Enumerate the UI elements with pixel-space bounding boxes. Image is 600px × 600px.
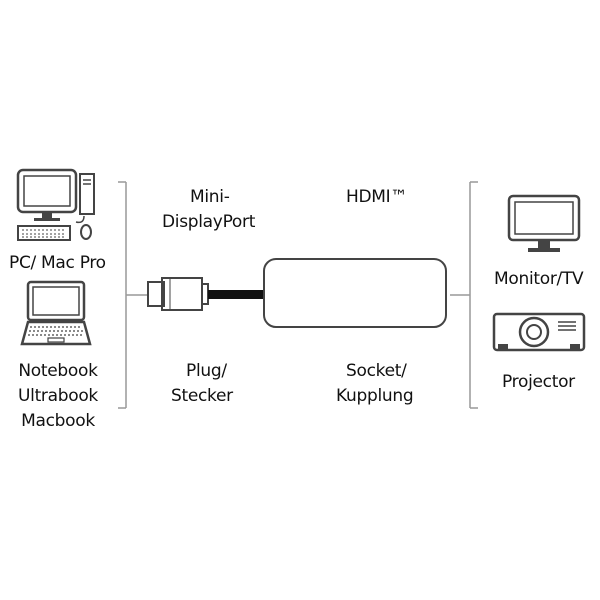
socket-caption-2: Kupplung bbox=[336, 386, 414, 406]
notebook-label-3: Macbook bbox=[21, 411, 95, 431]
plug-type-label-2: DisplayPort bbox=[162, 212, 256, 232]
plug-caption-2: Stecker bbox=[171, 386, 233, 406]
socket-caption-1: Socket/ bbox=[346, 361, 407, 381]
hdmi-adapter-icon bbox=[260, 255, 450, 331]
notebook-label-2: Ultrabook bbox=[18, 386, 98, 406]
right-bracket bbox=[448, 180, 488, 412]
minidisplayport-plug-icon bbox=[140, 270, 270, 320]
monitor-label: Monitor/TV bbox=[494, 269, 584, 289]
projector-icon bbox=[488, 310, 594, 354]
monitor-icon bbox=[505, 192, 585, 262]
plug-caption-1: Plug/ bbox=[186, 361, 227, 381]
socket-type-label: HDMI™ bbox=[346, 187, 408, 207]
plug-type-label-1: Mini- bbox=[190, 187, 230, 207]
left-bracket bbox=[110, 180, 150, 412]
pc-label: PC/ Mac Pro bbox=[9, 253, 106, 273]
notebook-icon bbox=[18, 280, 94, 356]
projector-label: Projector bbox=[502, 372, 575, 392]
pc-icon bbox=[14, 166, 100, 248]
notebook-label-1: Notebook bbox=[18, 361, 98, 381]
